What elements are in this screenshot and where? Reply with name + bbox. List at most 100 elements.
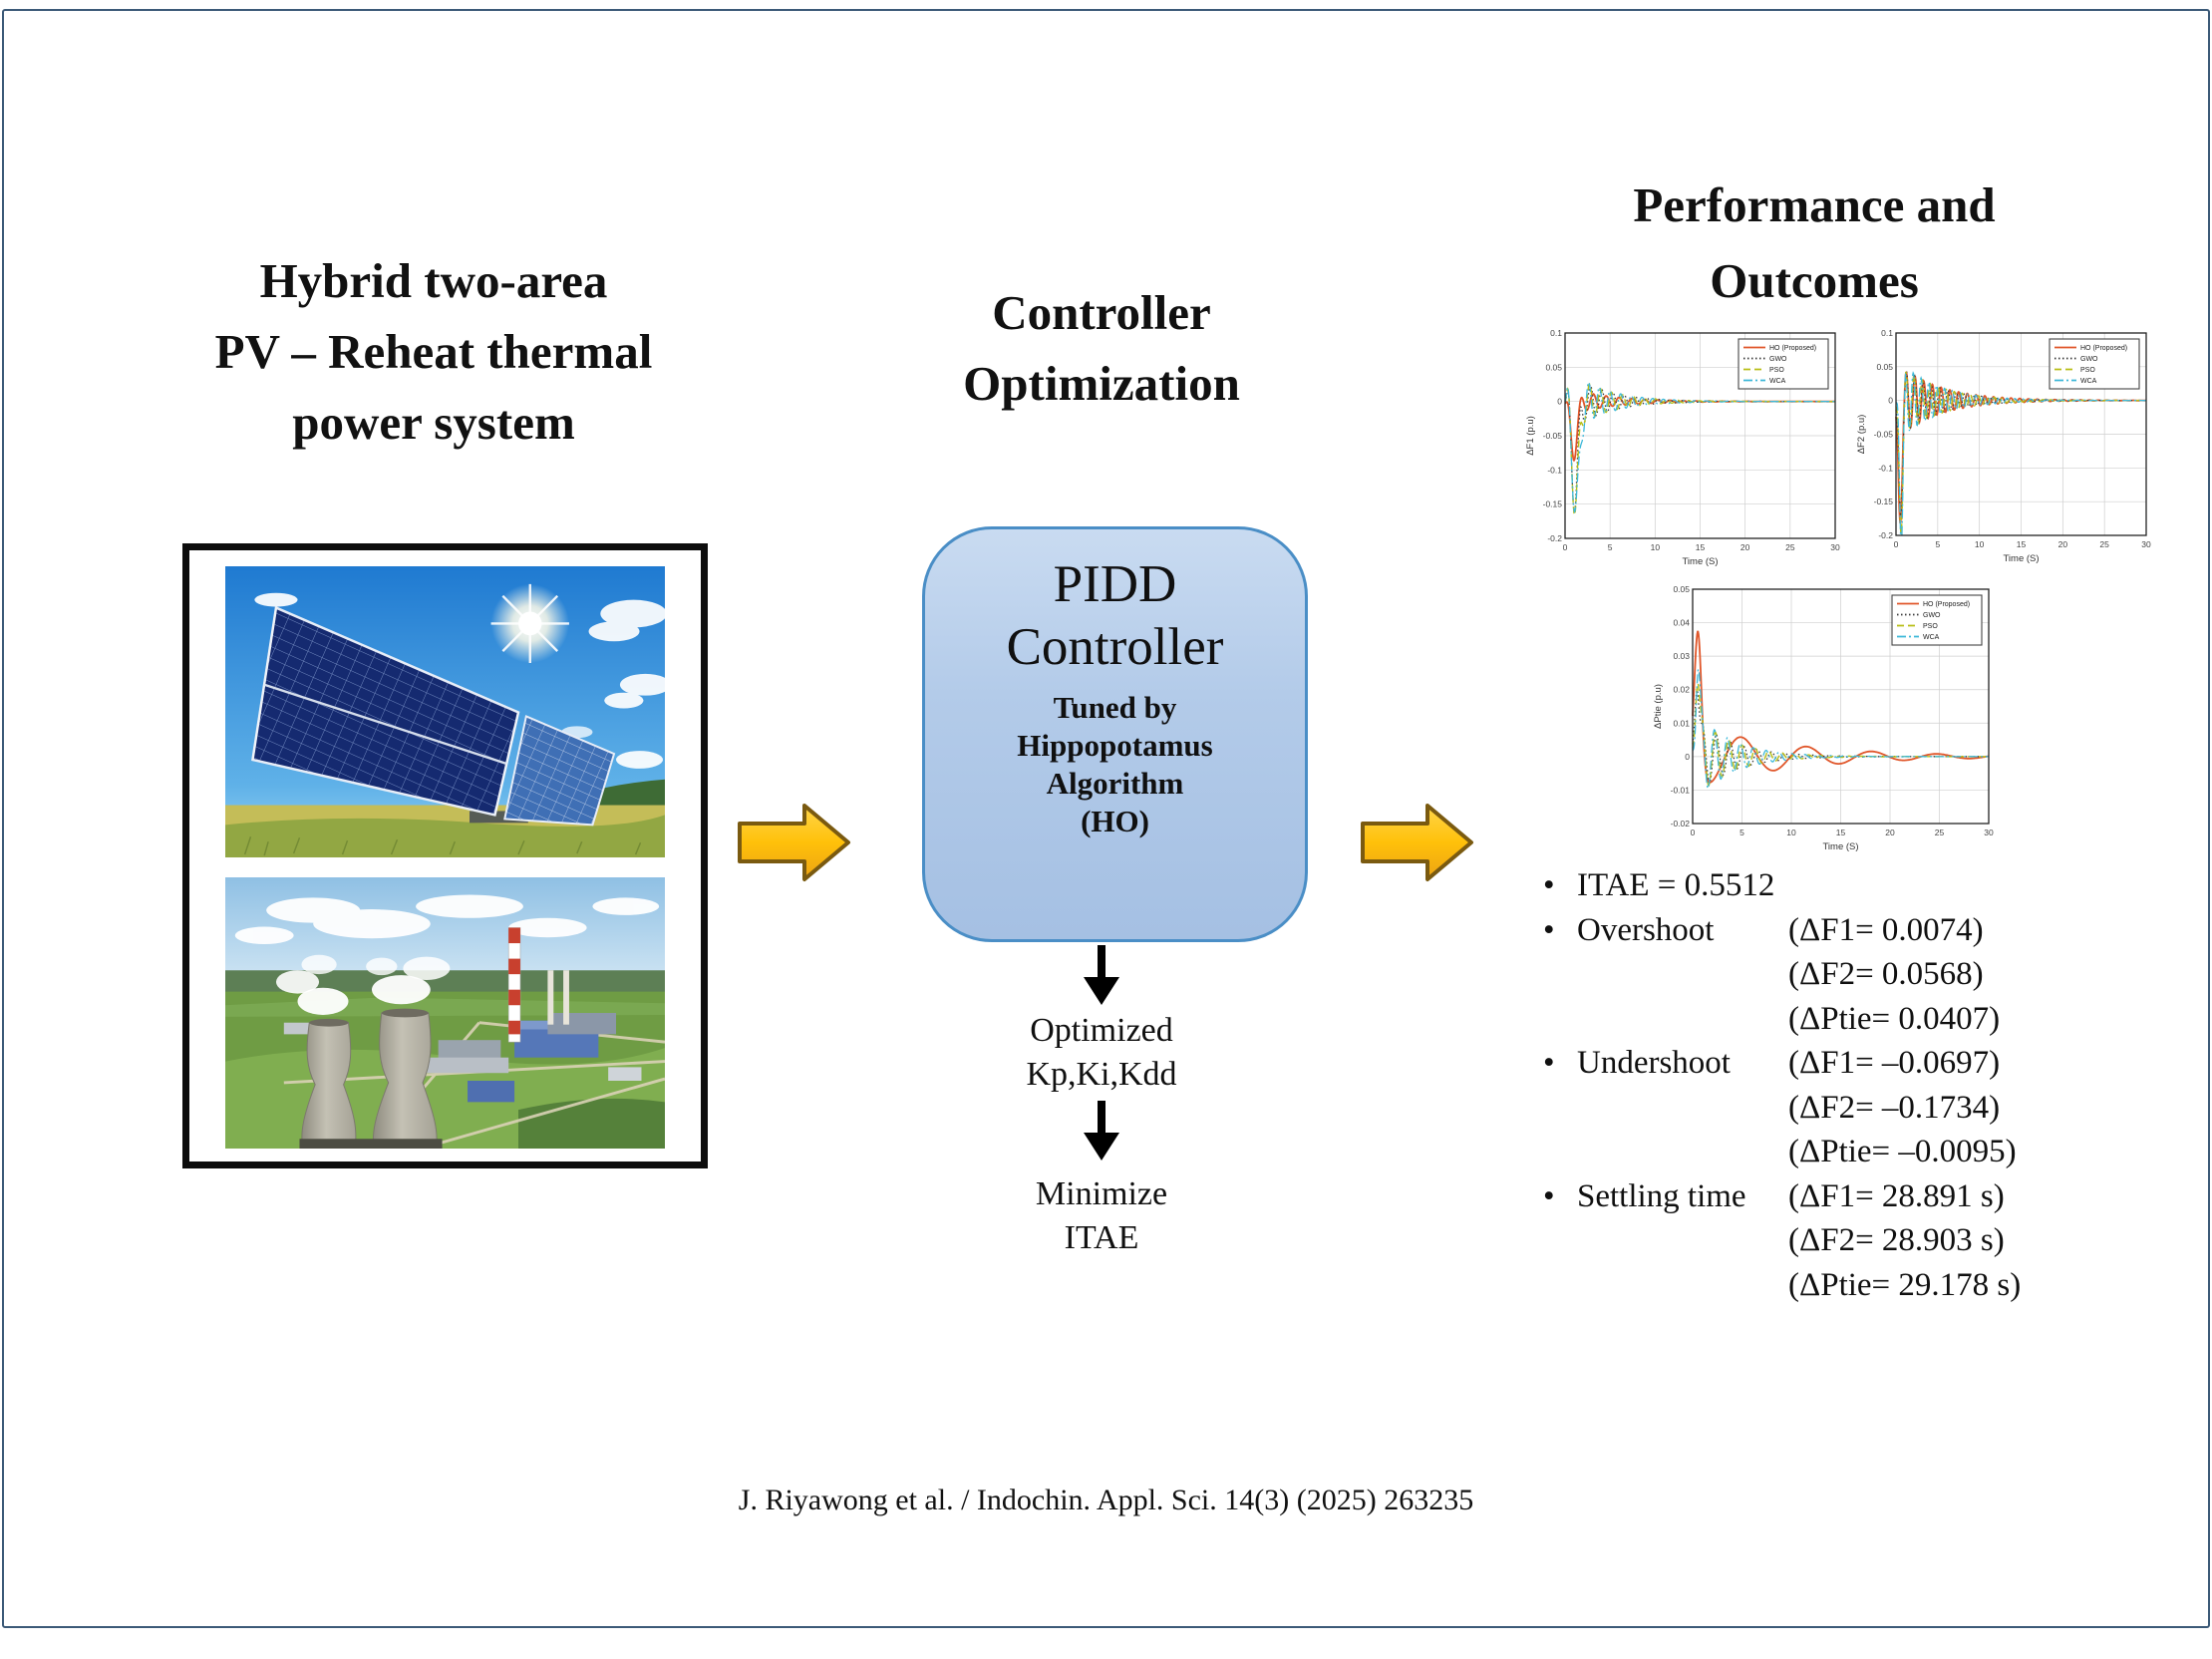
outcome-row: • ITAE = 0.5512 [1543, 863, 2081, 908]
step-line: ITAE [1064, 1219, 1139, 1256]
svg-text:-0.2: -0.2 [1878, 530, 1893, 540]
svg-text:0: 0 [1685, 752, 1690, 762]
step-line: Minimize [1035, 1175, 1168, 1212]
minimize-itae-label: Minimize ITAE [952, 1172, 1251, 1260]
outcome-row: (ΔPtie= 0.0407) [1788, 1000, 2001, 1037]
solar-pv-illustration [225, 566, 665, 857]
svg-text:-0.1: -0.1 [1547, 465, 1562, 475]
svg-text:0.05: 0.05 [1673, 584, 1690, 594]
svg-text:0: 0 [1563, 542, 1568, 552]
left-title-line: Hybrid two-area [259, 253, 608, 308]
outcome-row: (ΔF2= 28.903 s) [1788, 1222, 2005, 1258]
thermal-plant-photo [225, 877, 665, 1149]
svg-text:Time (S): Time (S) [2003, 553, 2039, 564]
down-arrow-icon [1084, 1101, 1119, 1161]
svg-text:30: 30 [2141, 539, 2151, 549]
svg-text:30: 30 [1984, 828, 1994, 837]
svg-text:GWO: GWO [1769, 356, 1787, 363]
svg-text:0.04: 0.04 [1673, 618, 1690, 628]
svg-text:PSO: PSO [2080, 367, 2095, 374]
right-title-line: Performance and [1633, 177, 1996, 232]
svg-text:-0.15: -0.15 [1543, 499, 1563, 509]
box-subtitle-line: Tuned by [1053, 690, 1177, 725]
middle-section-title: Controller Optimization [857, 277, 1346, 419]
clouds [234, 894, 660, 945]
middle-title-line: Optimization [963, 356, 1240, 411]
chimney [507, 927, 569, 1043]
right-section-title: Performance and Outcomes [1515, 167, 2113, 319]
svg-text:HO (Proposed): HO (Proposed) [1923, 601, 1970, 608]
svg-text:5: 5 [1935, 539, 1940, 549]
svg-text:5: 5 [1608, 542, 1613, 552]
left-title-line: PV – Reheat thermal [214, 324, 653, 379]
box-subtitle-line: (HO) [1081, 804, 1149, 838]
left-title-line: power system [292, 395, 575, 450]
flow-arrow-right-icon [738, 804, 850, 881]
svg-text:-0.15: -0.15 [1874, 497, 1894, 506]
svg-text:Time (S): Time (S) [1822, 841, 1858, 852]
svg-text:GWO: GWO [1923, 612, 1941, 619]
svg-text:PSO: PSO [1769, 367, 1784, 374]
outcome-row: (ΔPtie= –0.0095) [1788, 1134, 2017, 1169]
sun-icon [490, 583, 569, 664]
svg-text:5: 5 [1739, 828, 1744, 837]
svg-text:30: 30 [1830, 542, 1840, 552]
svg-text:HO (Proposed): HO (Proposed) [2080, 345, 2127, 352]
svg-text:0: 0 [1888, 396, 1893, 406]
cooling-towers [299, 1008, 443, 1149]
right-title-line: Outcomes [1710, 253, 1919, 308]
svg-text:0: 0 [1894, 539, 1899, 549]
thermal-plant-illustration [225, 877, 665, 1149]
box-subtitle-line: Hippopotamus [1017, 728, 1213, 763]
svg-text:15: 15 [1696, 542, 1706, 552]
svg-text:25: 25 [1935, 828, 1945, 837]
outcome-row: (ΔF2= 0.0568) [1788, 956, 1984, 992]
svg-text:15: 15 [1836, 828, 1846, 837]
box-title-line: PIDD [1053, 555, 1177, 613]
svg-text:25: 25 [1785, 542, 1795, 552]
solar-pv-photo [225, 566, 665, 857]
svg-text:ΔF1 (p.u): ΔF1 (p.u) [1525, 416, 1536, 456]
svg-text:10: 10 [1651, 542, 1661, 552]
solar-panel-array [251, 605, 616, 827]
svg-text:25: 25 [2099, 539, 2109, 549]
svg-text:0.05: 0.05 [1876, 362, 1893, 372]
step-line: Optimized [1030, 1012, 1173, 1049]
svg-text:WCA: WCA [1769, 378, 1786, 385]
page-border [2, 9, 2210, 1628]
svg-text:15: 15 [2017, 539, 2027, 549]
outcome-row: • Overshoot (ΔF1= 0.0074) [1543, 908, 2081, 953]
box-subtitle-line: Algorithm [1046, 766, 1184, 801]
grass-texture [243, 835, 642, 856]
svg-text:-0.02: -0.02 [1671, 819, 1691, 829]
svg-text:0.03: 0.03 [1673, 651, 1690, 661]
svg-text:WCA: WCA [1923, 634, 1940, 641]
svg-text:PSO: PSO [1923, 623, 1938, 630]
grass [225, 815, 665, 857]
svg-text:WCA: WCA [2080, 378, 2097, 385]
svg-text:ΔF2 (p.u): ΔF2 (p.u) [1856, 415, 1867, 455]
pidd-controller-box: PIDD Controller Tuned by Hippopotamus Al… [922, 526, 1308, 942]
clouds [254, 592, 665, 769]
outcome-row: (ΔPtie= 29.178 s) [1788, 1266, 2022, 1303]
svg-text:-0.2: -0.2 [1547, 533, 1562, 543]
middle-title-line: Controller [992, 285, 1211, 340]
svg-text:0.05: 0.05 [1545, 362, 1562, 372]
svg-text:0: 0 [1557, 397, 1562, 407]
svg-text:20: 20 [1885, 828, 1895, 837]
svg-text:0.1: 0.1 [1881, 328, 1893, 338]
svg-text:0.02: 0.02 [1673, 685, 1690, 695]
left-section-title: Hybrid two-area PV – Reheat thermal powe… [140, 245, 728, 458]
bullet-icon: • [1543, 867, 1555, 903]
step-line: Kp,Ki,Kdd [1026, 1056, 1177, 1093]
svg-text:-0.1: -0.1 [1878, 463, 1893, 473]
svg-text:0: 0 [1691, 828, 1696, 837]
svg-text:-0.05: -0.05 [1874, 430, 1894, 440]
svg-text:0.01: 0.01 [1673, 718, 1690, 728]
bullet-icon: • [1543, 911, 1555, 948]
svg-text:-0.05: -0.05 [1543, 431, 1563, 441]
flow-arrow-right-icon [1361, 804, 1473, 881]
